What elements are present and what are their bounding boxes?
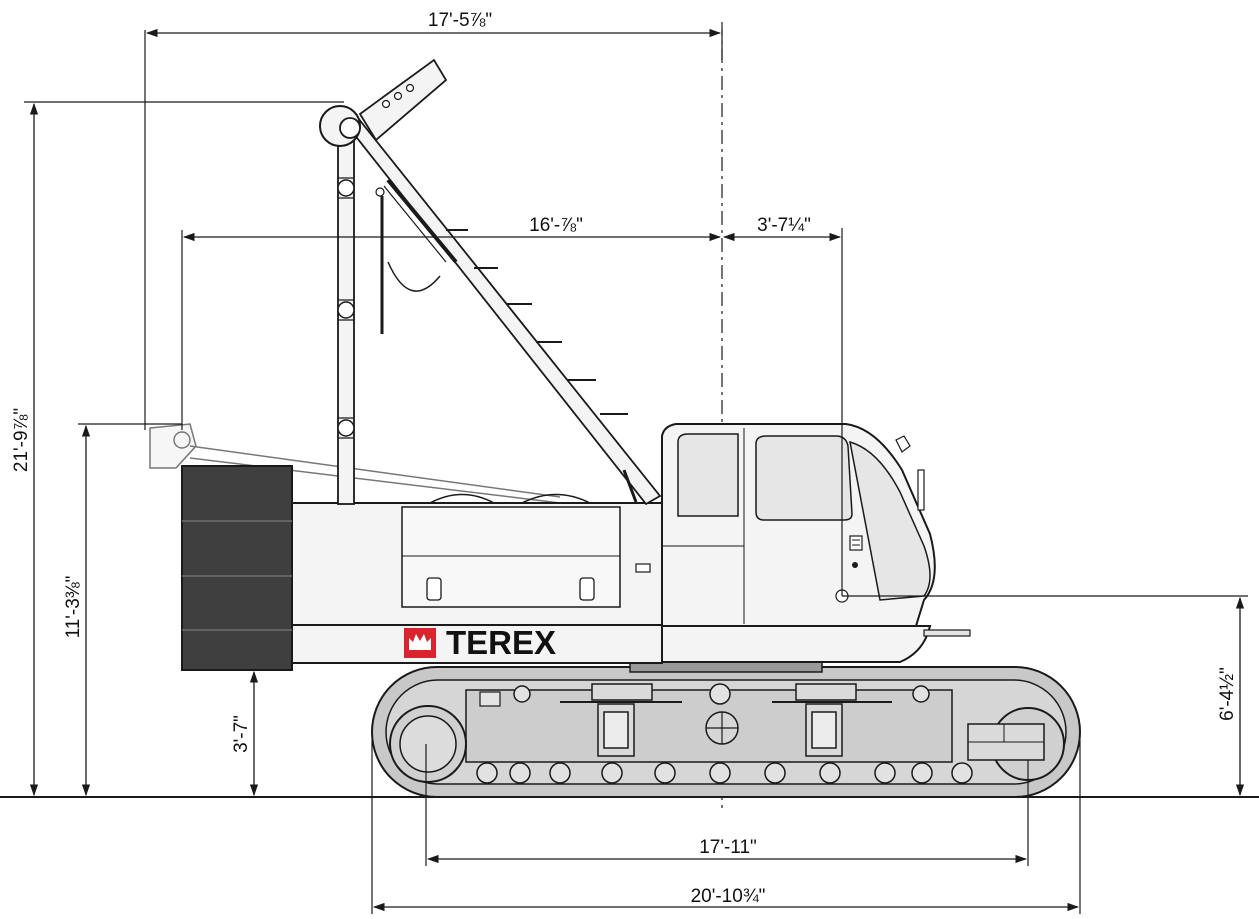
- dim-label-counterweight-clearance: 3'-7": [231, 715, 252, 753]
- cab-step: [923, 629, 971, 637]
- cab-window-door: [755, 435, 853, 521]
- gantry-mast: [337, 129, 355, 505]
- crawler-track: [371, 666, 1081, 798]
- upper-house: [291, 502, 663, 664]
- boom-head: [319, 58, 448, 147]
- cab-window-front: [677, 433, 739, 517]
- dim-label-cab-offset: 3'-7¼": [757, 215, 811, 236]
- hood-latch-left: [426, 577, 442, 601]
- cab-windshield: [849, 440, 931, 601]
- dim-label-overall-height: 21'-9⅞": [11, 408, 32, 472]
- dim-label-top-width: 17'-5⅞": [428, 10, 492, 31]
- gantry-strut: [344, 116, 662, 506]
- terex-logo: TEREX: [404, 624, 556, 661]
- operator-cab: [635, 423, 971, 663]
- counterweight: [181, 465, 293, 671]
- dim-label-track-length: 20'-10¾": [691, 886, 766, 907]
- dim-label-tumbler-centers: 17'-11": [699, 837, 757, 858]
- dim-label-boom-rest-height: 11'-3⅜": [63, 576, 84, 639]
- terex-logo-text: TEREX: [446, 624, 556, 661]
- hood-latch-right: [579, 577, 595, 601]
- dim-label-cab-floor-height: 6'-4½": [1217, 667, 1238, 721]
- dim-label-boom-reach: 16'-⅞": [529, 215, 583, 236]
